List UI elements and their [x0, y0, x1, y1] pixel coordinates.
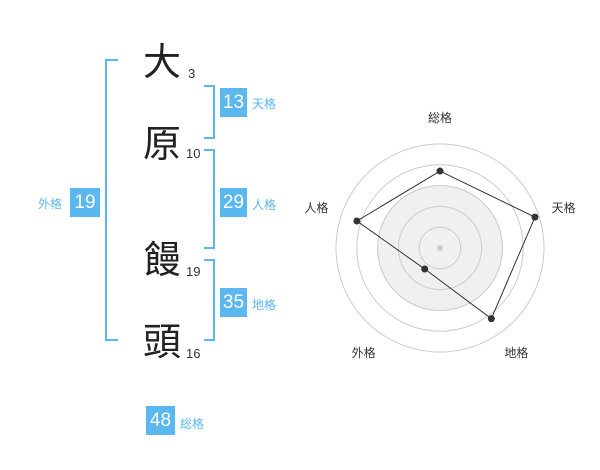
radar-ring [397, 205, 483, 291]
jinkaku-bracket [204, 149, 215, 249]
radar-axis-label: 総格 [428, 110, 452, 125]
name-char-2: 原 [142, 122, 181, 166]
tenkaku-bracket [204, 85, 215, 139]
radar-axis-label: 人格 [304, 200, 328, 215]
jinkaku-label: 人格 [252, 198, 277, 212]
chikaku-label: 地格 [252, 298, 277, 312]
radar-point [487, 315, 495, 323]
name-char-4: 頭 [142, 320, 181, 364]
soukaku-value: 48 [146, 406, 175, 435]
radar-ring [356, 164, 524, 332]
gaikaku-value: 19 [70, 188, 100, 217]
radar-axis-label: 地格 [504, 345, 528, 360]
stroke-count-2: 10 [186, 146, 201, 161]
jinkaku-value: 29 [220, 188, 247, 217]
name-char-1: 大 [142, 40, 181, 84]
stroke-count-4: 16 [186, 346, 201, 361]
gaikaku-label: 外格 [38, 197, 63, 211]
tenkaku-label: 天格 [252, 97, 277, 111]
radar-center-dot [437, 245, 443, 251]
radar-polygon [356, 170, 536, 320]
radar-ring [418, 226, 462, 270]
name-char-3: 饅 [142, 238, 181, 282]
stroke-count-1: 3 [188, 66, 196, 81]
radar-point [353, 217, 361, 225]
stroke-count-3: 19 [186, 264, 201, 279]
tenkaku-value: 13 [220, 88, 247, 117]
radar-points [353, 167, 539, 323]
chikaku-value: 35 [220, 288, 247, 317]
gaikaku-bracket [105, 59, 118, 341]
soukaku-label: 総格 [180, 417, 205, 431]
radar-point [436, 167, 444, 175]
chikaku-bracket [204, 259, 215, 341]
radar-axis-label: 外格 [352, 345, 376, 360]
radar-point [421, 265, 429, 273]
radar-axis-label: 天格 [552, 200, 576, 215]
radar-point [531, 213, 539, 221]
